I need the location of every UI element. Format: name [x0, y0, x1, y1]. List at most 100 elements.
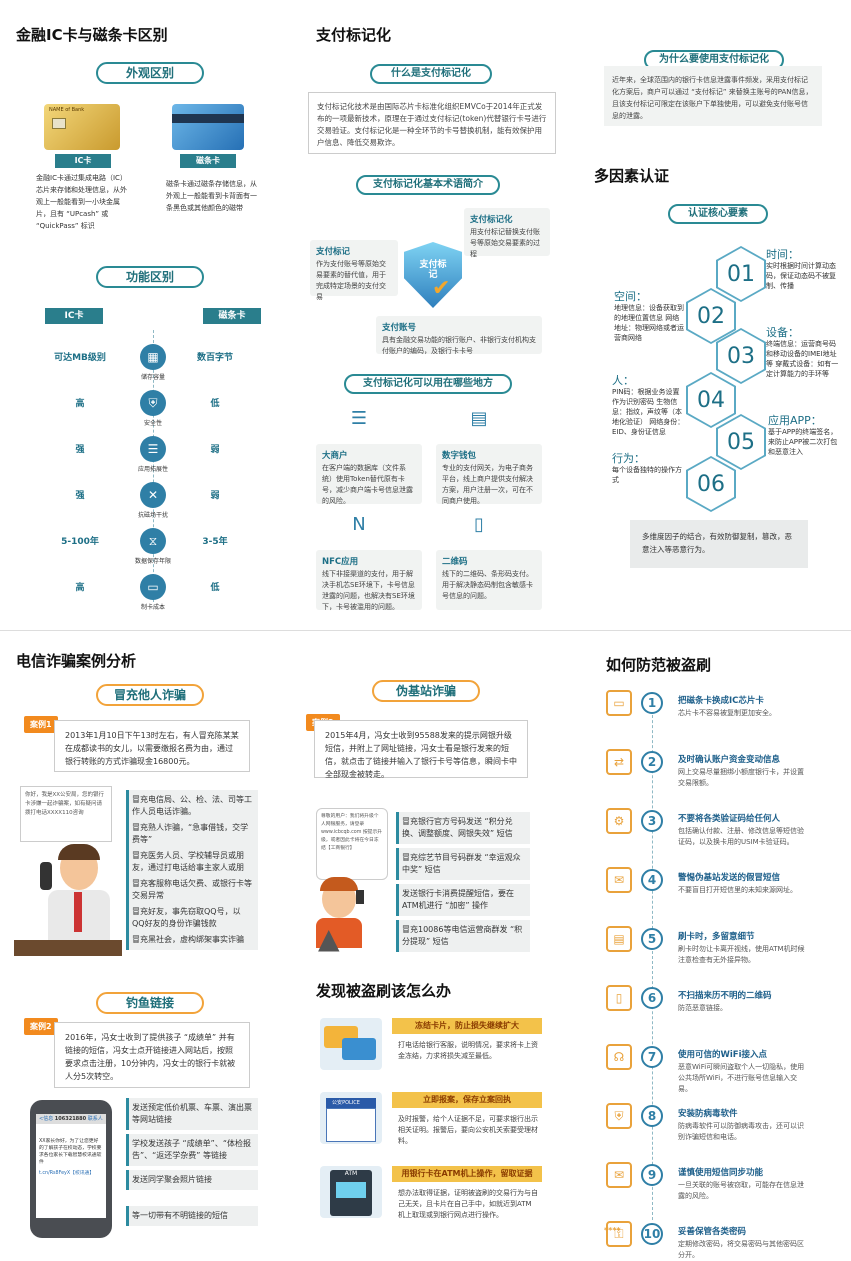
compare-mag-value: 3-5年	[202, 537, 228, 547]
phone-image: <信息 106321880 联系人 XX家长你好，为了让您更好的了解孩子在校动态…	[30, 1100, 112, 1238]
factor-label: 人：PIN码：根据业务设置作为识别密码 生物信息：指纹，声纹等（本地化验证） 网…	[612, 374, 686, 437]
prevent-icon: ▤	[606, 926, 632, 952]
use-icon: ☰	[350, 408, 368, 429]
fraud-item: 冒充银行官方号码发送 “积分兑换、调整额度、网银失效” 短信	[396, 812, 530, 844]
factor-desc: 实时根据时间计算动态码，保证动态码不被复制、传播	[766, 262, 836, 290]
sms-back-link[interactable]: <信息	[39, 1116, 54, 1122]
use-desc: 线下的二维码、条形码支付。用于解决静态码制包含敏感卡号信息的问题。	[442, 570, 533, 600]
fraud-item: 学校发送孩子 “成绩单”、“体检报告”、“返还学杂费” 等链接	[126, 1134, 258, 1166]
atm-screen-icon	[336, 1182, 366, 1198]
compare-caption: 安全性	[143, 420, 162, 427]
compare-caption: 抗磁场干扰	[137, 512, 168, 519]
use-title: NFC应用	[322, 557, 359, 567]
card-bank-name: NAME of Bank	[49, 107, 85, 113]
factor-name: 行为：	[612, 452, 645, 465]
compare-mag-value: 数百字节	[196, 353, 233, 363]
use-title: 大商户	[322, 451, 348, 461]
shield-badge: 支付标记	[419, 260, 447, 280]
why-desc: 近年来，全球范围内的银行卡信息泄露事件频发，采用支付标记化方案后，商户可以通过 …	[604, 66, 822, 126]
term-2-desc: 作为支付账号等原始交易要素的替代值，用于完成特定场景的支付交易	[316, 260, 386, 301]
sms-link[interactable]: t.cn/Rs8FeyX【校讯通】	[39, 1171, 95, 1176]
use-desc: 线下非接渠道的支付，用于解决手机芯SE环境下，卡号信息泄露的问题，也解决有SE环…	[322, 570, 415, 611]
prevent-number: 2	[641, 751, 663, 773]
prevent-title: 如何防范被盗刷	[606, 656, 712, 674]
fraud-item: 冒充10086等电信运营商群发 “积分提现” 短信	[396, 920, 530, 952]
case2-text: 2016年，冯女士收到了提供孩子 “成绩单” 并有链接的短信，冯女士点开链接进入…	[54, 1022, 250, 1088]
stolen-banner: 用银行卡在ATM机上操作，留取证据	[392, 1166, 542, 1182]
prevent-desc: 网上交易尽量捆绑小额度银行卡，并设置交易限额。	[678, 768, 804, 787]
case3-text: 2015年4月，冯女士收到95588发来的提示网银升级短信，并附上了网址链接，冯…	[314, 720, 528, 779]
case1-text: 2013年1月10日下午13时左右，有人冒充陈某某在成都读书的女儿，以需要缴报名…	[54, 720, 250, 772]
prevent-desc: 防范恶意链接。	[678, 1004, 727, 1012]
mfa-summary: 多维度因子的结合，有效防御复制，篡改，恶意注入等恶意行为。	[630, 520, 808, 568]
terms-pill: 支付标记化基本术语简介	[356, 175, 500, 195]
use-title: 二维码	[442, 557, 468, 567]
police-sign: POLICE	[326, 1098, 376, 1108]
factor-desc: 每个设备独特的操作方式	[612, 466, 682, 484]
compare-ic-value: 高	[75, 583, 85, 593]
police-building-icon	[326, 1108, 376, 1142]
prevent-number: 3	[641, 810, 663, 832]
prevent-desc: 不要盲目打开短信里的未知来源网址。	[678, 886, 797, 894]
hex-cell: 02	[686, 288, 736, 344]
hex-number: 05	[718, 416, 764, 468]
fraud-item: 冒充好友，事先窃取QQ号，以QQ好友的身份诈骗钱款	[126, 902, 258, 934]
use-icon: ▤	[470, 408, 488, 429]
fraud-item: 发送同学聚会照片链接	[126, 1170, 258, 1190]
use-title: 数字钱包	[442, 451, 477, 461]
fraud-item: 冒充黑社会，虚构绑架事实诈骗	[126, 930, 258, 950]
term-3: 支付账号具有金融交易功能的银行账户、非银行支付机构支付账户的编码，及银行卡卡号	[376, 316, 542, 355]
prevent-number: 5	[641, 928, 663, 950]
factor-label: 应用APP：基于APP的终端签名，来防止APP被二次打包和恶意注入	[768, 414, 840, 457]
prevent-number: 9	[641, 1164, 663, 1186]
stolen-scene: ATM	[320, 1166, 382, 1218]
what-desc: 支付标记化技术是由国际芯片卡标准化组织EMVCo于2014年正式发布的一项最新技…	[308, 92, 556, 154]
use-card: 二维码线下的二维码、条形码支付。用于解决静态码制包含敏感卡号信息的问题。	[436, 550, 542, 610]
factor-name: 人：	[612, 374, 634, 387]
fraud-item: 冒充综艺节目号码群发 “幸运观众中奖” 短信	[396, 848, 530, 880]
compare-mag-value: 弱	[210, 445, 220, 455]
use-card: NFC应用线下非接渠道的支付，用于解决手机芯SE环境下，卡号信息泄露的问题，也解…	[316, 550, 422, 611]
factor-name: 时间：	[766, 248, 799, 261]
compare-icon: ☰	[140, 436, 166, 462]
sms-contact[interactable]: 联系人	[87, 1116, 103, 1122]
compare-icon: ⛨	[140, 390, 166, 416]
fraud-s3-pill: 伪基站诈骗	[372, 680, 480, 702]
fraud-item: 冒充客服称电话欠费、或银行卡等交易异常	[126, 874, 258, 906]
factor-desc: PIN码：根据业务设置作为识别密码 生物信息：指纹，声纹等（本地化验证） 网络身…	[612, 388, 685, 436]
prevent-number: 1	[641, 692, 663, 714]
col-mag: 磁条卡	[203, 308, 261, 324]
prevent-title: 使用可信的WiFi接入点	[678, 1050, 768, 1060]
compare-ic-value: 强	[75, 445, 85, 455]
use-icon: ▯	[474, 514, 484, 535]
prevent-icon: ⚙	[606, 808, 632, 834]
prevent-title: 不要将各类验证码给任何人	[678, 814, 781, 824]
mag-card-image	[172, 104, 244, 150]
prevent-number: 8	[641, 1105, 663, 1127]
case1-label: 案例1	[24, 716, 58, 733]
use-desc: 专业的支付网关，为电子商务平台，线上商户提供支付解决方案，用户注册一次，可在不同…	[442, 464, 533, 505]
stolen-banner: 立即报案，保存立案回执	[392, 1092, 542, 1108]
compare-caption: 应用拓展性	[137, 466, 168, 473]
term-3-desc: 具有金融交易功能的银行账户、非银行支付机构支付账户的编码，及银行卡卡号	[382, 336, 536, 355]
prevent-title: 把磁条卡换成IC芯片卡	[678, 696, 764, 706]
case3-bubble: 尊敬的用户：我们将升级个人网银服务，请登录 www.icbcqb.com 按提示…	[316, 808, 388, 880]
hex-number: 06	[688, 458, 734, 510]
compare-caption: 储存容量	[140, 374, 165, 381]
use-card: 数字钱包专业的支付网关，为电子商务平台，线上商户提供支付解决方案，用户注册一次，…	[436, 444, 542, 505]
police-sign-cn: 公安	[332, 1100, 343, 1106]
factor-name: 设备：	[766, 326, 799, 339]
compare-caption: 制卡成本	[140, 604, 165, 611]
prevent-icon: ▯	[606, 985, 632, 1011]
hex-number: 03	[718, 330, 764, 382]
mag-label: 磁条卡	[180, 154, 236, 168]
factor-label: 行为：每个设备独特的操作方式	[612, 452, 682, 485]
hex-number: 02	[688, 290, 734, 342]
sms-body: XX家长你好，为了让您更好的了解孩子在校动态，学校要求各位家长下载智慧校讯通软件	[39, 1139, 102, 1165]
hex-cell: 06	[686, 456, 736, 512]
fraud-item: 发送银行卡消费提醒短信，要在ATM机进行 “加密” 操作	[396, 884, 530, 916]
use-icon: N	[352, 514, 366, 535]
prevent-title: 警惕伪基站发送的假冒短信	[678, 873, 781, 883]
sms-number: 106321880	[54, 1116, 87, 1122]
